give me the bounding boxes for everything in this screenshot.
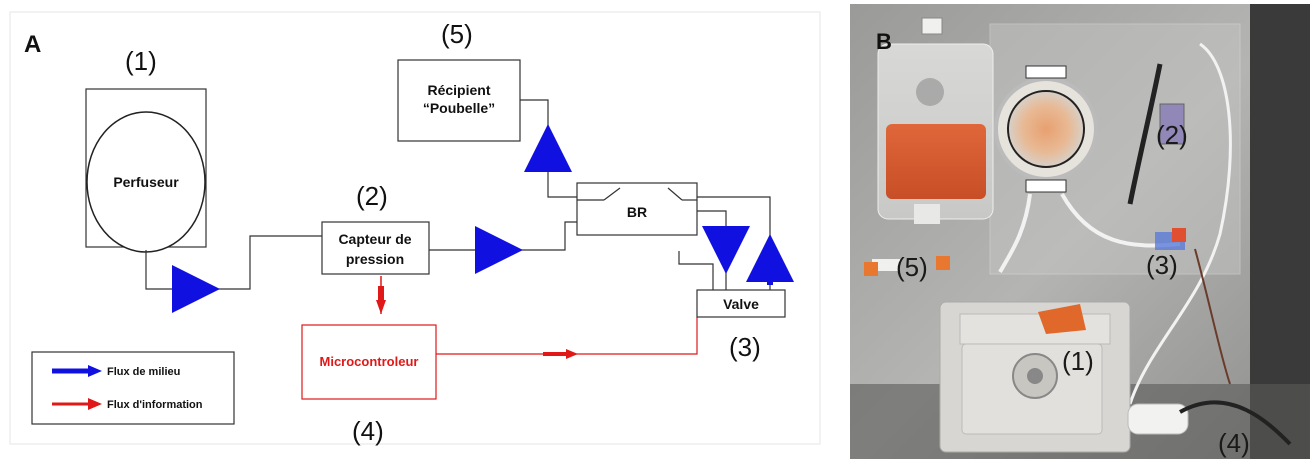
bag-hanger bbox=[921, 17, 943, 35]
recipient-number: (5) bbox=[441, 19, 473, 49]
valve-cap bbox=[1172, 228, 1186, 242]
bioreactor-clamp bbox=[1025, 179, 1067, 193]
capteur-box bbox=[321, 221, 430, 275]
callout-2: (2) bbox=[1156, 120, 1188, 150]
br-switch-line bbox=[603, 187, 621, 201]
information-flow-arrowhead bbox=[566, 349, 578, 359]
cable bbox=[1127, 63, 1163, 205]
bioreactor-chamber bbox=[1007, 90, 1085, 168]
legend-box bbox=[31, 351, 235, 425]
line-perfuseur-capteur bbox=[145, 235, 322, 290]
recipient-box bbox=[397, 59, 521, 142]
information-flow-line bbox=[436, 317, 698, 355]
waste-cap bbox=[936, 256, 950, 270]
setup-photo: (2) (3) (5) (1) (4) B bbox=[850, 4, 1310, 459]
microcontroleur-label: Microcontroleur bbox=[320, 354, 419, 369]
pump-hub bbox=[1027, 368, 1043, 384]
br-label: BR bbox=[627, 204, 647, 220]
waste-port bbox=[872, 259, 900, 271]
bioreactor-clamp bbox=[1025, 65, 1067, 79]
panel-b-label: B bbox=[876, 29, 892, 54]
callout-1: (1) bbox=[1062, 346, 1094, 376]
perfuseur-label: Perfuseur bbox=[113, 174, 179, 190]
callout-5: (5) bbox=[896, 252, 928, 282]
valve-stub-line bbox=[678, 251, 714, 290]
flow-diagram: A (1) Perfuseur (2) Capteur de pression … bbox=[9, 11, 821, 446]
microcontroller-board bbox=[1127, 403, 1189, 435]
photo-dark-edge bbox=[1250, 4, 1310, 459]
callout-3: (3) bbox=[1146, 250, 1178, 280]
legend-medium-label: Flux de milieu bbox=[107, 366, 180, 378]
capteur-label-line2: pression bbox=[346, 251, 404, 267]
recipient-label-line2: “Poubelle” bbox=[423, 100, 495, 116]
pump-lever bbox=[1038, 304, 1086, 334]
valve-box bbox=[696, 289, 786, 318]
information-flow-arrow bbox=[378, 286, 384, 302]
capteur-number: (2) bbox=[356, 181, 388, 211]
valve-label: Valve bbox=[723, 296, 759, 312]
callout-4: (4) bbox=[1218, 428, 1250, 458]
legend-information-arrowhead bbox=[88, 398, 102, 410]
legend-medium-arrowhead bbox=[88, 365, 102, 377]
br-switch-line bbox=[667, 187, 683, 201]
cable bbox=[1179, 400, 1292, 446]
pump-head-top bbox=[959, 313, 1111, 345]
bag-port bbox=[914, 204, 940, 224]
microcontroleur-number: (4) bbox=[352, 416, 384, 446]
microcontroleur-box bbox=[301, 324, 437, 400]
tubing bbox=[998, 193, 1032, 273]
tubing bbox=[1128, 42, 1232, 405]
waste-cap bbox=[864, 262, 878, 276]
recipient-label-line1: Récipient bbox=[427, 82, 490, 98]
information-flow-arrowhead bbox=[376, 300, 386, 314]
legend-information-label: Flux d'information bbox=[107, 399, 203, 411]
pressure-sensor bbox=[1159, 103, 1185, 145]
capteur-label-line1: Capteur de bbox=[338, 231, 411, 247]
panel-a-label: A bbox=[24, 31, 41, 58]
br-box bbox=[576, 182, 698, 236]
bag-fluid bbox=[886, 124, 986, 199]
cable bbox=[1194, 248, 1231, 385]
perfuseur-number: (1) bbox=[125, 46, 157, 76]
bag-label-mark bbox=[916, 78, 944, 106]
valve-number: (3) bbox=[729, 332, 761, 362]
